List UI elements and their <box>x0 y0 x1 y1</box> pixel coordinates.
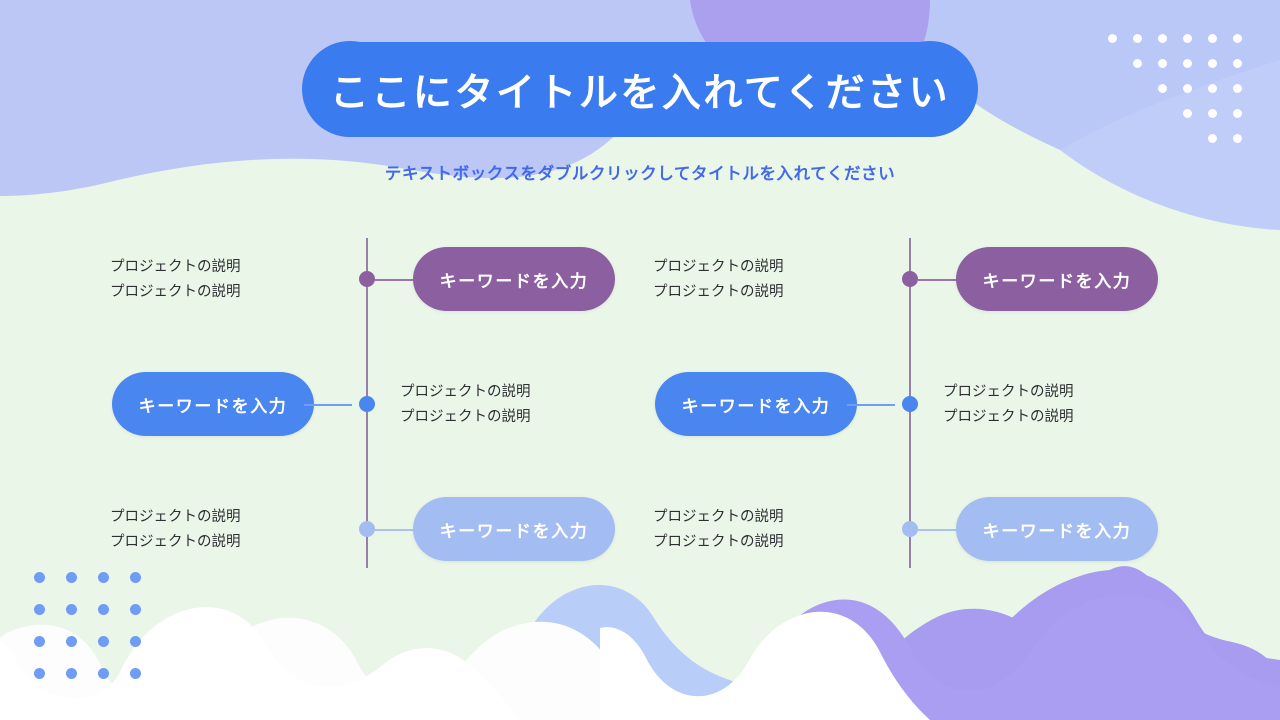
page-title: ここにタイトルを入れてください <box>329 71 951 115</box>
row-description: プロジェクトの説明 プロジェクトの説明 <box>110 505 334 555</box>
row-description: プロジェクトの説明 プロジェクトの説明 <box>943 380 1203 430</box>
title-bubble-shape <box>302 41 978 137</box>
blob-top-right-lower <box>1060 60 1280 230</box>
description-line: プロジェクトの説明 <box>943 384 1074 400</box>
diagram-column-right: プロジェクトの説明 プロジェクトの説明 キーワードを入力 キーワードを入力 プロ… <box>653 232 1213 572</box>
grid-dot <box>130 604 141 615</box>
diagram-column-left: プロジェクトの説明 プロジェクトの説明 キーワードを入力 キーワードを入力 プロ… <box>110 232 670 572</box>
grid-dot <box>34 668 45 679</box>
row-description: プロジェクトの説明 プロジェクトの説明 <box>110 255 334 305</box>
grid-dot <box>34 604 45 615</box>
node-connector <box>375 278 423 281</box>
timeline-node[interactable] <box>902 396 918 412</box>
grid-dot <box>130 668 141 679</box>
description-line: プロジェクトの説明 <box>110 534 241 550</box>
grid-dot <box>1233 109 1242 118</box>
node-connector <box>375 528 423 531</box>
grid-dot <box>1183 59 1192 68</box>
blob-bottom-right-back <box>640 608 1280 720</box>
grid-dot <box>1108 34 1117 43</box>
grid-dot <box>1208 109 1217 118</box>
grid-dot <box>1208 134 1217 143</box>
title-bubble[interactable]: ここにタイトルを入れてください <box>292 32 988 147</box>
description-line: プロジェクトの説明 <box>110 259 241 275</box>
keyword-pill[interactable]: キーワードを入力 <box>956 247 1158 311</box>
description-line: プロジェクトの説明 <box>400 384 531 400</box>
diagram-row: キーワードを入力 プロジェクトの説明 プロジェクトの説明 <box>653 372 1213 436</box>
keyword-pill[interactable]: キーワードを入力 <box>112 372 314 436</box>
description-line: プロジェクトの説明 <box>943 409 1074 425</box>
blob-bottom-mountain <box>900 569 1280 720</box>
grid-dot <box>1158 34 1167 43</box>
diagram-row: プロジェクトの説明 プロジェクトの説明 キーワードを入力 <box>653 247 1213 311</box>
timeline-node[interactable] <box>359 396 375 412</box>
row-description: プロジェクトの説明 プロジェクトの説明 <box>653 505 877 555</box>
description-line: プロジェクトの説明 <box>110 509 241 525</box>
diagram-row: プロジェクトの説明 プロジェクトの説明 キーワードを入力 <box>653 497 1213 561</box>
node-connector <box>918 278 966 281</box>
blob-bottom-left-blue <box>515 585 790 720</box>
description-line: プロジェクトの説明 <box>653 509 784 525</box>
timeline-node[interactable] <box>359 271 375 287</box>
grid-dot <box>66 668 77 679</box>
grid-dot <box>98 572 109 583</box>
description-line: プロジェクトの説明 <box>400 409 531 425</box>
keyword-pill[interactable]: キーワードを入力 <box>956 497 1158 561</box>
cloud-bottom-right-white <box>600 611 930 720</box>
grid-dot <box>1233 134 1242 143</box>
grid-dot <box>34 572 45 583</box>
description-line: プロジェクトの説明 <box>653 259 784 275</box>
grid-dot <box>1233 84 1242 93</box>
blob-bottom-right-main <box>270 595 1280 720</box>
grid-dot <box>1158 59 1167 68</box>
grid-dot <box>1158 84 1167 93</box>
keyword-pill[interactable]: キーワードを入力 <box>413 497 615 561</box>
keyword-pill[interactable]: キーワードを入力 <box>655 372 857 436</box>
grid-dot <box>130 572 141 583</box>
grid-dot <box>1133 34 1142 43</box>
diagram-row: プロジェクトの説明 プロジェクトの説明 キーワードを入力 <box>110 247 670 311</box>
grid-dot <box>130 636 141 647</box>
row-description: プロジェクトの説明 プロジェクトの説明 <box>653 255 877 305</box>
grid-dot <box>34 636 45 647</box>
grid-dot <box>1208 34 1217 43</box>
grid-dot <box>1183 84 1192 93</box>
blob-bottom-right-front <box>890 566 1280 720</box>
node-connector <box>918 528 966 531</box>
grid-dot <box>1233 34 1242 43</box>
node-connector <box>304 403 352 406</box>
grid-dot <box>1208 59 1217 68</box>
grid-dot <box>1233 59 1242 68</box>
diagram-row: キーワードを入力 プロジェクトの説明 プロジェクトの説明 <box>110 372 670 436</box>
grid-dot <box>1183 34 1192 43</box>
description-line: プロジェクトの説明 <box>653 534 784 550</box>
grid-dot <box>98 668 109 679</box>
page-subtitle: テキストボックスをダブルクリックしてタイトルを入れてください <box>384 165 896 183</box>
keyword-pill[interactable]: キーワードを入力 <box>413 247 615 311</box>
grid-dot <box>1133 59 1142 68</box>
grid-dot <box>98 636 109 647</box>
cloud-bottom-left-2 <box>0 607 520 720</box>
grid-dot <box>1183 109 1192 118</box>
timeline-node[interactable] <box>359 521 375 537</box>
grid-dot <box>66 572 77 583</box>
description-line: プロジェクトの説明 <box>653 284 784 300</box>
timeline-node[interactable] <box>902 271 918 287</box>
timeline-node[interactable] <box>902 521 918 537</box>
description-line: プロジェクトの説明 <box>110 284 241 300</box>
row-description: プロジェクトの説明 プロジェクトの説明 <box>400 380 660 430</box>
grid-dot <box>66 636 77 647</box>
grid-dot <box>98 604 109 615</box>
grid-dot <box>1208 84 1217 93</box>
grid-dot <box>66 604 77 615</box>
diagram-row: プロジェクトの説明 プロジェクトの説明 キーワードを入力 <box>110 497 670 561</box>
node-connector <box>847 403 895 406</box>
